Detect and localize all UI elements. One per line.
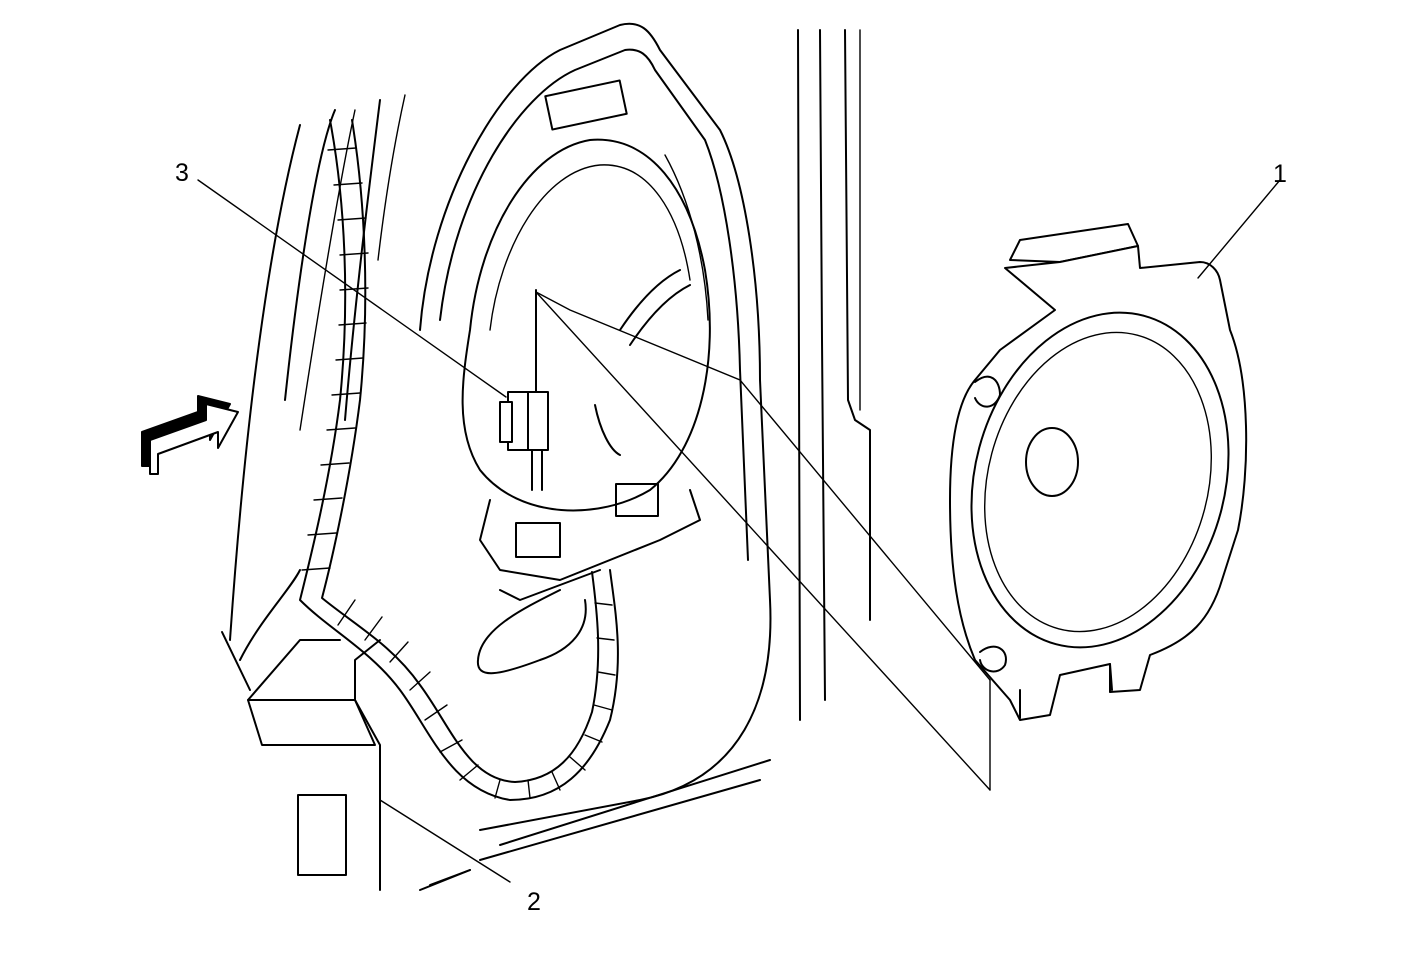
callout-leaders: [197, 179, 1281, 883]
projection-lines: [535, 291, 991, 791]
speaker-mounting-opening: [419, 22, 772, 831]
speaker: [949, 223, 1248, 721]
trim-block: [247, 639, 771, 891]
door-edge-lines: [797, 29, 871, 721]
callout-3-label: 3: [175, 159, 189, 187]
leader-2: [379, 799, 511, 883]
callout-1-label: 1: [1273, 160, 1287, 188]
speaker-connector: [499, 289, 549, 491]
door-frame: [221, 94, 406, 691]
view-direction-arrow-icon: [141, 395, 239, 475]
leader-3: [197, 179, 507, 398]
leader-1: [1197, 179, 1281, 279]
wiring-harness: [299, 119, 619, 801]
callout-2-label: 2: [527, 888, 541, 916]
